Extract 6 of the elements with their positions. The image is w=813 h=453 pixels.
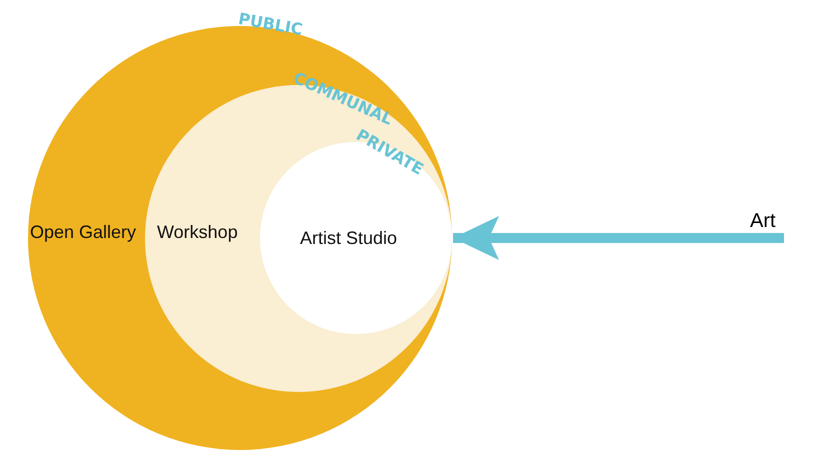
zone-label: Workshop — [157, 221, 238, 243]
flow-label: Art — [750, 210, 784, 232]
arrow — [453, 216, 784, 260]
zone-title: PUBLIC — [236, 10, 304, 39]
zone-label: Artist Studio — [300, 227, 398, 249]
zone-label: Open Gallery — [30, 221, 136, 243]
